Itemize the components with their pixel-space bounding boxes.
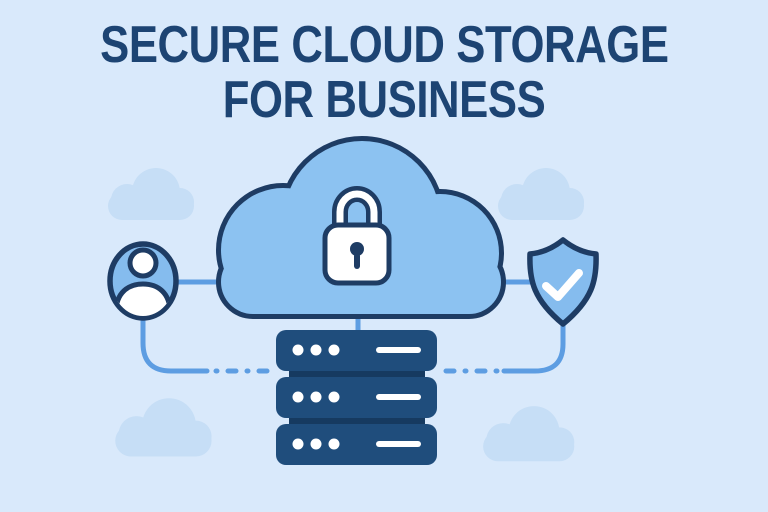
page-title: SECURE CLOUD STORAGE FOR BUSINESS xyxy=(0,18,768,128)
padlock-icon xyxy=(322,186,392,286)
check-mark xyxy=(542,269,583,301)
server-unit-2 xyxy=(276,377,437,418)
title-line-1: SECURE CLOUD STORAGE xyxy=(99,16,669,74)
connector-lines xyxy=(140,279,566,374)
shield-curve-line xyxy=(501,317,566,374)
padlock-keyhole xyxy=(350,242,364,256)
shield-body xyxy=(527,237,599,327)
user-icon xyxy=(107,241,179,321)
server-unit-3 xyxy=(276,424,437,465)
user-curve-line xyxy=(140,311,210,374)
server-unit-1 xyxy=(276,330,437,371)
server-stack-icon xyxy=(276,330,437,465)
shield-check-icon xyxy=(527,237,599,327)
title-line-2: FOR BUSINESS xyxy=(222,71,546,129)
